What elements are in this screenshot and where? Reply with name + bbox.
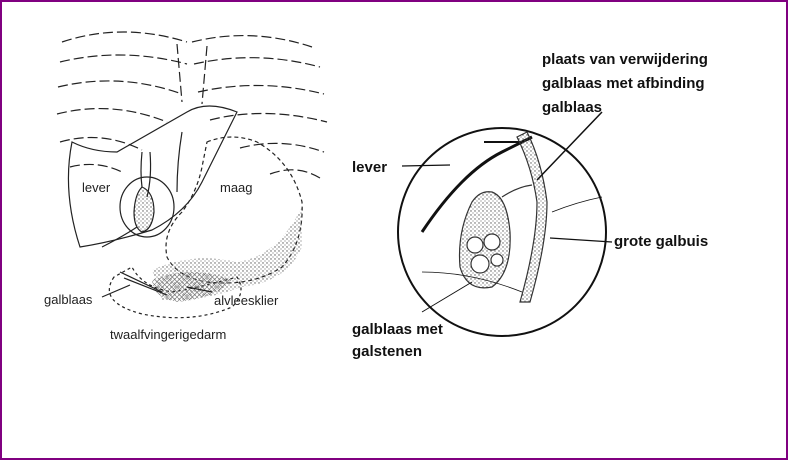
leader-stones: [422, 282, 472, 312]
left-anatomy-illustration: [57, 32, 327, 318]
label-galblaas-left: galblaas: [44, 292, 92, 307]
label-removal-line-3: galblaas: [542, 98, 602, 117]
label-lever-left: lever: [82, 180, 110, 195]
label-removal-line-2: galblaas met afbinding: [542, 74, 705, 93]
label-twaalfvingerigedarm: twaalfvingerigedarm: [110, 327, 226, 342]
label-stones-line-1: galblaas met: [352, 320, 443, 339]
label-lever-right: lever: [352, 158, 387, 177]
common-bile-duct: [517, 132, 547, 302]
label-removal-line-1: plaats van verwijdering: [542, 50, 708, 69]
leader-removal: [537, 112, 602, 180]
rib-cage: [57, 32, 327, 178]
gallbladder-sac: [134, 187, 154, 232]
gallstone: [491, 254, 503, 266]
label-stones-line-2: galstenen: [352, 342, 422, 361]
leader-galbuis: [550, 238, 612, 242]
label-grote-galbuis: grote galbuis: [614, 232, 708, 251]
label-maag: maag: [220, 180, 253, 195]
gallstone: [484, 234, 500, 250]
right-magnified-illustration: [398, 112, 612, 336]
gallstone: [467, 237, 483, 253]
liver-outline: [68, 106, 237, 247]
leader-lever: [402, 165, 450, 166]
label-alvleesklier: alvleesklier: [214, 293, 278, 308]
gallstone: [471, 255, 489, 273]
